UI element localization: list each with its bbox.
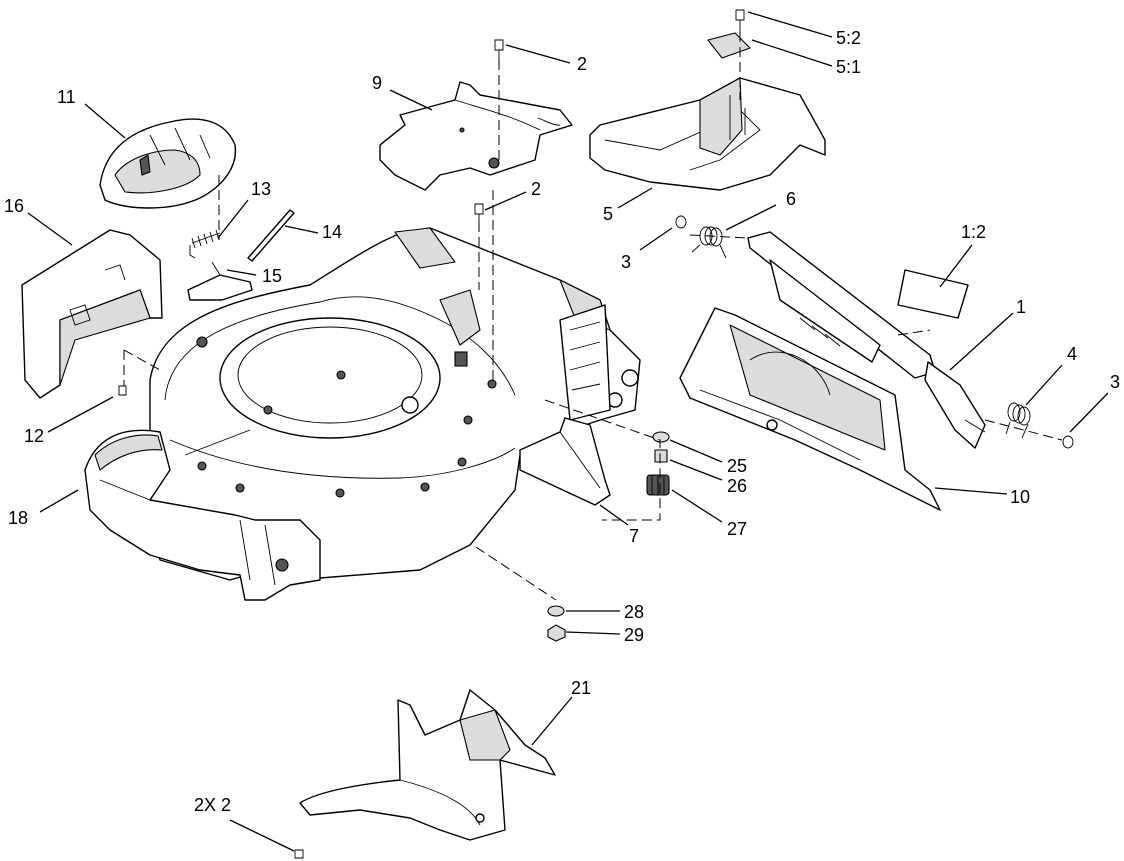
callout-11: 11: [57, 87, 76, 107]
callout-3-left: 3: [621, 252, 631, 272]
callout-29: 29: [624, 625, 644, 645]
part-28-washer: [547, 605, 565, 617]
callout-13: 13: [251, 179, 271, 199]
callout-15: 15: [262, 266, 282, 286]
callout-14: 14: [322, 222, 342, 242]
callout-10: 10: [1010, 487, 1030, 507]
callout-4: 4: [1067, 344, 1077, 364]
part-5-1-clip: [707, 32, 751, 59]
callout-1: 1: [1016, 297, 1026, 317]
part-14-rod: [247, 209, 295, 262]
callout-2x2: 2X 2: [194, 795, 231, 815]
part-7-bracket: [519, 417, 611, 506]
part-25-washer: [652, 431, 670, 443]
part-1-rear-door-rod: [747, 231, 986, 449]
callout-2-middle: 2: [531, 179, 541, 199]
part-10-rear-door: [679, 307, 941, 511]
part-16-side-cover: [21, 229, 163, 399]
part-1-2-decal: [897, 269, 969, 319]
part-21-mulch-plug: [299, 689, 556, 841]
callout-7: 7: [629, 526, 639, 546]
part-15-bracket: [187, 261, 253, 301]
part-3-retaining-ring-a: [675, 215, 687, 229]
callout-5-1: 5:1: [836, 57, 861, 77]
part-11-control-cover: [99, 118, 237, 209]
part-9-baffle-plate: [379, 81, 573, 191]
callout-16: 16: [4, 196, 24, 216]
callout-18: 18: [8, 508, 28, 528]
callout-12: 12: [24, 426, 44, 446]
callout-6: 6: [786, 189, 796, 209]
callout-25: 25: [727, 456, 747, 476]
callout-27: 27: [727, 519, 747, 539]
callout-3-right: 3: [1110, 372, 1120, 392]
deck-bolt-heads: [196, 336, 497, 498]
callout-9: 9: [372, 73, 382, 93]
part-26-bushing: [654, 449, 668, 463]
part-29-nut: [547, 624, 566, 642]
part-3-retaining-ring-b: [1062, 435, 1074, 449]
callout-5-2: 5:2: [836, 28, 861, 48]
part-5-discharge-chute: [589, 77, 826, 191]
callout-5: 5: [603, 204, 613, 224]
part-13-spring: [189, 229, 221, 259]
assembly-phantom-lines: [123, 32, 1063, 601]
mower-deck-housing: [149, 227, 641, 581]
callout-1-2: 1:2: [961, 222, 986, 242]
part-27-knob: [646, 474, 670, 496]
part-4-torsion-spring: [1005, 402, 1031, 439]
callout-labels: 5:2 5:1 2 9 11 13 14 15 16 2 5 6 3 1:2 1…: [4, 28, 1120, 815]
callout-2-top: 2: [577, 54, 587, 74]
part-6-torsion-spring: [691, 226, 727, 259]
leader-lines: [27, 11, 1109, 852]
callout-21: 21: [571, 678, 591, 698]
part-18-rear-bumper: [84, 429, 321, 601]
callout-28: 28: [624, 602, 644, 622]
callout-26: 26: [727, 476, 747, 496]
